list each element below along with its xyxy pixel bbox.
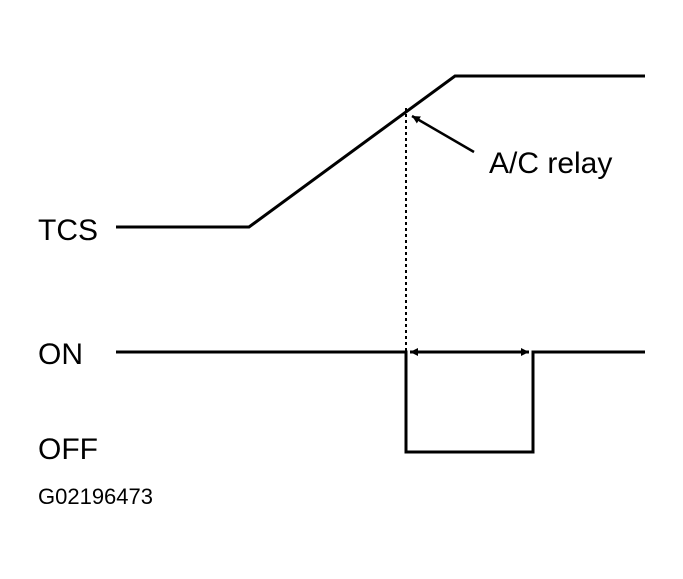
ac-relay-signal-line xyxy=(116,350,645,454)
tcs-label: TCS xyxy=(38,214,98,247)
annotation-leader-arrow xyxy=(411,114,475,154)
figure-id: G02196473 xyxy=(38,484,153,509)
tcs-signal-line xyxy=(116,74,645,229)
ac-relay-annotation: A/C relay xyxy=(489,147,612,180)
on-label: ON xyxy=(38,338,83,371)
off-label: OFF xyxy=(38,433,98,466)
